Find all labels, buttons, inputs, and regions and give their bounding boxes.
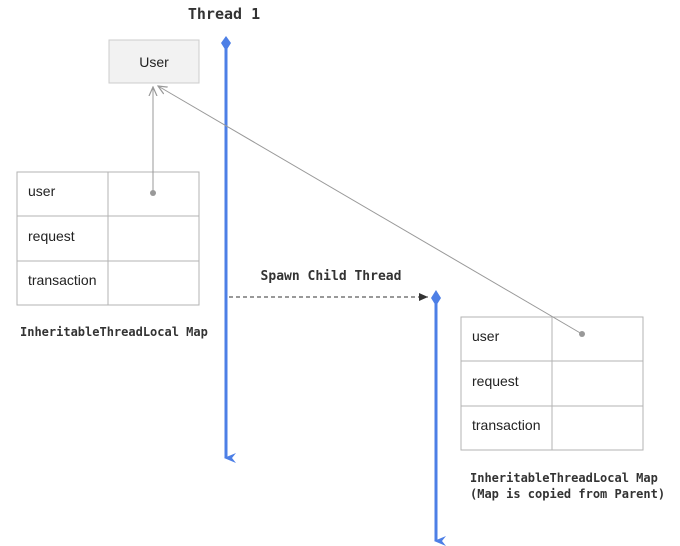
thread-title: Thread 1 xyxy=(188,5,260,23)
parent-user-reference-dot xyxy=(150,190,156,196)
child-map-key-request: request xyxy=(472,373,519,389)
user-object-label: User xyxy=(139,54,169,70)
user-object-box xyxy=(108,39,200,84)
spawn-label: Spawn Child Thread xyxy=(261,269,402,284)
child-user-reference-arrow xyxy=(158,86,583,335)
parent-map-caption: InheritableThreadLocal Map xyxy=(20,325,208,339)
child-thread-start-diamond xyxy=(431,290,441,306)
child-map-table: user request transaction xyxy=(460,316,644,451)
child-map-caption-line1: InheritableThreadLocal Map xyxy=(470,471,658,485)
child-map-key-transaction: transaction xyxy=(472,417,540,433)
parent-thread-start-diamond xyxy=(221,36,231,51)
parent-map-key-request: request xyxy=(28,228,75,244)
parent-map-table: user request transaction xyxy=(16,171,200,306)
parent-map-key-transaction: transaction xyxy=(28,272,96,288)
child-map-key-user: user xyxy=(472,328,500,344)
child-user-reference-dot xyxy=(579,331,585,337)
parent-map-key-user: user xyxy=(28,183,56,199)
child-map-caption-line2: (Map is copied from Parent) xyxy=(470,487,665,501)
